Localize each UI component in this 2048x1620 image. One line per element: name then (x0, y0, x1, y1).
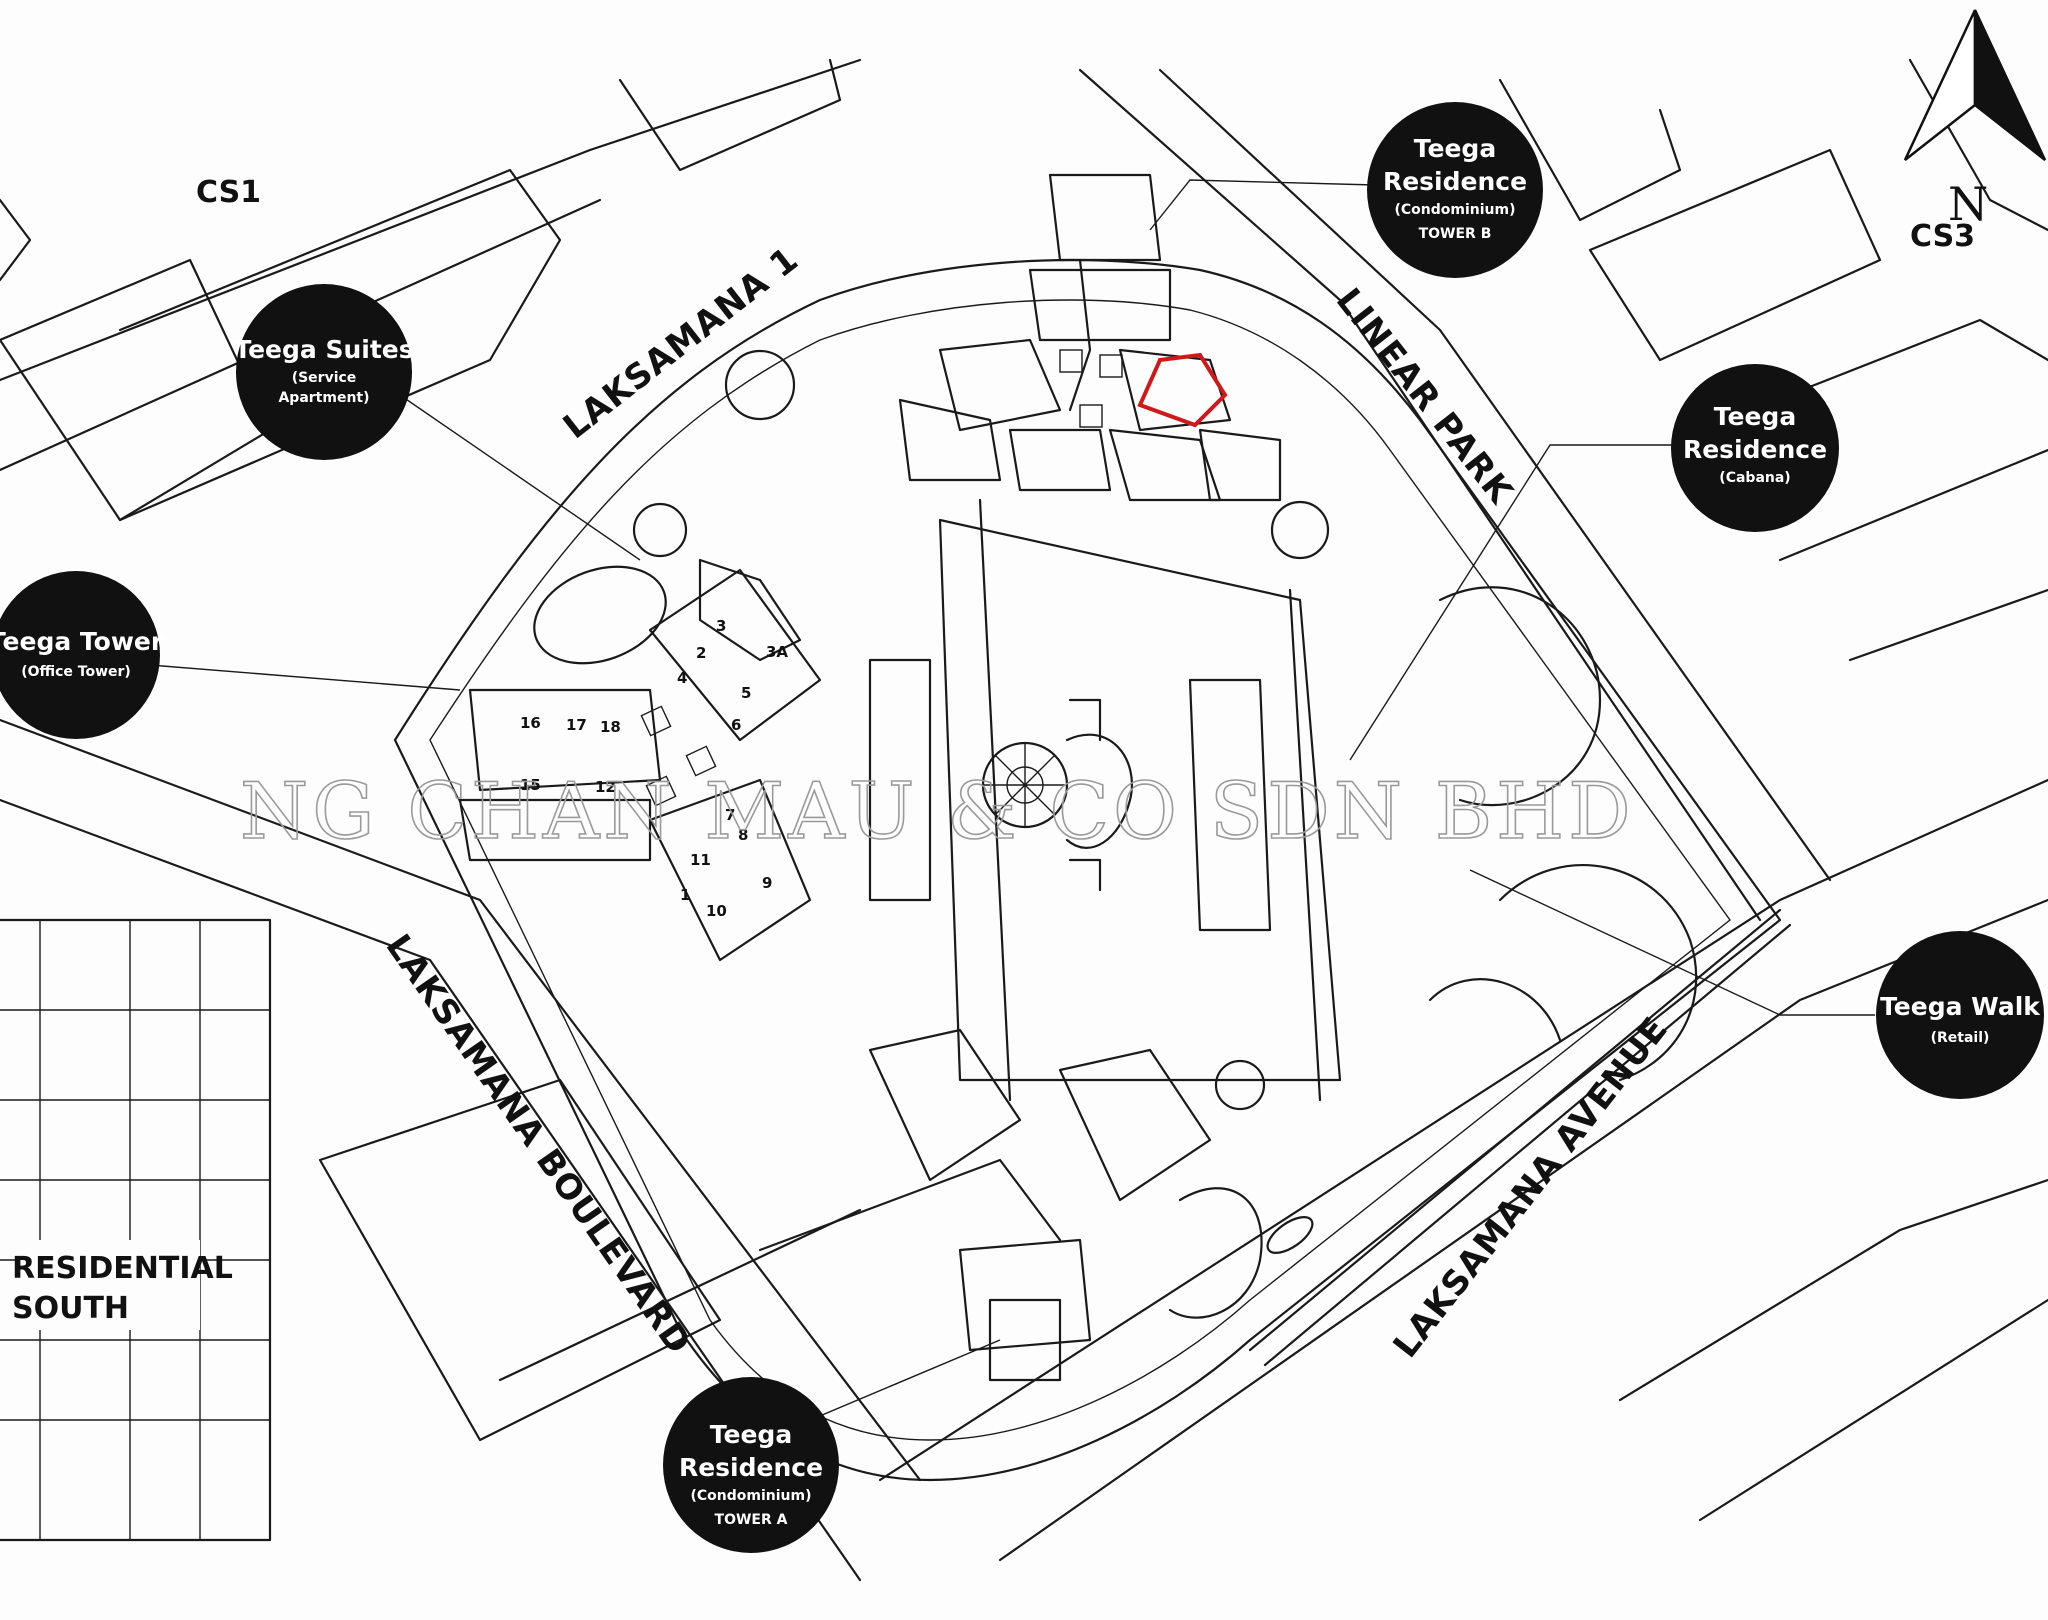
teega-suites-building (458, 558, 822, 962)
unit-4: 4 (677, 669, 687, 687)
road-laksamana-boulevard: LAKSAMANA BOULEVARD (378, 927, 699, 1362)
teega-tower-title: Teega Tower (0, 627, 164, 656)
unit-17: 17 (566, 716, 587, 734)
tower-b-building (898, 173, 1282, 502)
zone-residential-south-line2: SOUTH (12, 1291, 129, 1326)
teega-suites-title: Teega Suites (234, 335, 413, 364)
unit-5: 5 (741, 684, 751, 702)
tower-b-title2: Residence (1383, 167, 1527, 196)
cabana-sub1: (Cabana) (1719, 470, 1790, 486)
callout-tower-b: Teega Residence (Condominium) TOWER B (1367, 102, 1543, 278)
unit-10: 10 (706, 902, 727, 920)
callout-teega-tower: Teega Tower (Office Tower) (0, 571, 164, 739)
tower-a-sub1: (Condominium) (690, 1488, 811, 1504)
highlighted-unit (1137, 352, 1228, 428)
unit-12: 12 (595, 778, 616, 796)
surrounding-roads (0, 58, 2048, 1582)
unit-1: 1 (680, 886, 690, 904)
teega-tower-sub1: (Office Tower) (21, 664, 131, 680)
unit-16: 16 (520, 714, 541, 732)
north-arrow: N (1903, 9, 2047, 231)
zone-residential-south-line1: RESIDENTIAL (12, 1251, 233, 1286)
tower-a-building (868, 1028, 1212, 1382)
unit-18: 18 (600, 718, 621, 736)
unit-7: 7 (725, 806, 735, 824)
callout-teega-suites: Teega Suites (Service Apartment) (234, 284, 414, 460)
landscape-features (533, 349, 1698, 1319)
teega-site-boundary (393, 258, 1782, 1482)
teega-walk-sub1: (Retail) (1931, 1030, 1990, 1046)
tower-b-sub1: (Condominium) (1394, 202, 1515, 218)
cabana-title1: Teega (1714, 402, 1796, 431)
callout-cabana: Teega Residence (Cabana) (1671, 364, 1839, 532)
unit-6: 6 (731, 716, 741, 734)
unit-labels: 3 3A 2 5 6 4 16 17 18 15 12 7 8 11 9 1 1… (520, 617, 788, 920)
road-laksamana-1: LAKSAMANA 1 (556, 239, 806, 447)
callout-teega-walk: Teega Walk (Retail) (1876, 931, 2044, 1099)
tower-a-title1: Teega (710, 1420, 792, 1449)
unit-15: 15 (520, 776, 541, 794)
teega-suites-sub2: Apartment) (278, 390, 369, 406)
callout-tower-a: Teega Residence (Condominium) TOWER A (663, 1377, 839, 1553)
tower-a-sub2: TOWER A (715, 1512, 788, 1528)
tower-b-sub2: TOWER B (1419, 226, 1492, 242)
zone-cs3: CS3 (1910, 219, 1975, 254)
tower-b-title1: Teega (1414, 134, 1496, 163)
teega-walk-title: Teega Walk (1880, 992, 2041, 1021)
tower-a-title2: Residence (679, 1453, 823, 1482)
unit-8: 8 (738, 826, 748, 844)
unit-3: 3 (716, 617, 726, 635)
north-label: N (1948, 177, 1988, 231)
unit-2: 2 (696, 644, 706, 662)
unit-11: 11 (690, 851, 711, 869)
unit-3a: 3A (766, 643, 788, 661)
residential-south-grid (0, 918, 272, 1542)
watermark: NG CHAN MAU & CO SDN BHD (240, 767, 1635, 857)
unit-9: 9 (762, 874, 772, 892)
teega-suites-sub1: (Service (292, 370, 357, 386)
road-laksamana-avenue: LAKSAMANA AVENUE (1386, 1009, 1677, 1365)
cabana-title2: Residence (1683, 435, 1827, 464)
zone-cs1: CS1 (196, 175, 261, 210)
central-plaza (868, 498, 1342, 1102)
